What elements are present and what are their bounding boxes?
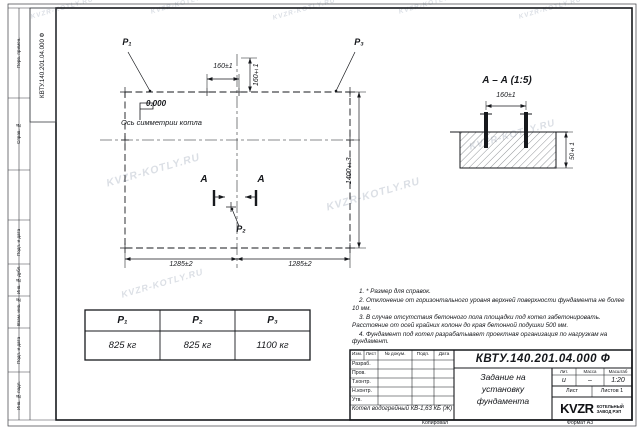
leader-lines: [127, 51, 356, 227]
boiler-axis-label: Ось симметрии котла: [121, 118, 202, 127]
product-name: Котел водогрейный КВ-1,63 КБ (Ж): [351, 406, 453, 412]
dim-span-right: 1285±2: [288, 261, 312, 268]
watermark: KVZR-KOTLY.RU: [272, 0, 337, 22]
logo-caption-line-2: ЗАВОД РЭП: [596, 408, 622, 414]
scale-value: 1:20: [611, 377, 625, 384]
copied-label: Копировал: [422, 419, 448, 426]
load-table-header-p2: P₂: [192, 315, 203, 326]
watermark: KVZR-KOTLY.RU: [120, 266, 205, 300]
load-table-value-p3: 1100 кг: [256, 340, 289, 351]
elevation-mark-label: 0.000: [146, 99, 167, 108]
watermark: KVZR-KOTLY.RU: [468, 117, 557, 153]
note-2: 2. Отклонение от горизонтального уровня …: [352, 297, 625, 312]
rotated-doc-number: КВТУ.140.201.04.000 Ф: [39, 32, 46, 98]
lit-value: и: [562, 377, 566, 384]
sign-row-razrab: Разраб.: [352, 361, 371, 367]
stamp-inv-dubl: Инв. № дубл.: [16, 265, 21, 295]
section-view-title: А – А (1:5): [482, 75, 532, 86]
watermark: KVZR-KOTLY.RU: [518, 0, 583, 21]
stamp-sprav-no: Справ. №: [16, 123, 21, 145]
notes-block: 1. * Размер для справок. 2. Отклонение о…: [352, 288, 630, 348]
mass-value: –: [588, 377, 592, 384]
sign-row-nkontr: Н.контр.: [352, 388, 372, 394]
note-4: 4. Фундамент под котел разрабатывает про…: [352, 331, 608, 346]
sign-row-tkontr: Т.контр.: [352, 379, 371, 385]
drawing-title-line-3: фундамента: [476, 396, 530, 406]
kvzr-logo-icon: KVZR: [560, 401, 594, 416]
company-logo: KVZR КОТЕЛЬНЫЙ ЗАВОД РЭП: [552, 397, 632, 420]
document-number: КВТУ.140.201.04.000 Ф: [475, 353, 611, 365]
logo-caption-line-1: КОТЕЛЬНЫЙ: [596, 403, 624, 409]
dim-section-embed: 50±1: [569, 142, 576, 160]
dim-bolt-spacing-v: 160±1: [253, 63, 260, 87]
load-point-p3-label: P₃: [354, 37, 364, 47]
stamp-podp-data: Подп. и дата: [16, 228, 21, 256]
stamp-perv-primen: Перв. примен.: [16, 37, 21, 69]
note-1: 1. * Размер для справок.: [359, 288, 431, 295]
mass-header: Масса: [583, 369, 597, 374]
format-label: Формат А3: [566, 419, 594, 426]
dim-foundation-depth: 1400±3: [346, 157, 353, 185]
sheets-total-cell: Листов 1: [600, 388, 624, 394]
watermark: KVZR-KOTLY.RU: [150, 0, 215, 16]
sign-row-prov: Пров.: [352, 370, 366, 376]
stamp-vzam-inv: Взам. инв. №: [16, 297, 21, 327]
note-3: 3. В случае отсутствия бетонного пола пл…: [352, 314, 601, 329]
sheet-cell: Лист: [566, 388, 578, 394]
dim-bolt-spacing-h: 160±1: [213, 63, 233, 70]
sign-header-data: Дата: [438, 352, 450, 357]
watermark: KVZR-KOTLY.RU: [398, 0, 463, 16]
sign-header-podp: Подп.: [416, 352, 430, 357]
sign-row-utv: Утв.: [352, 397, 362, 403]
plan-view: [100, 51, 360, 268]
load-point-p2-label: P₂: [236, 224, 246, 234]
stamp-podp-data-2: Подп. и дата: [16, 336, 21, 364]
section-letter-left: А: [200, 174, 208, 185]
dim-section-bolt-spacing: 160±1: [496, 92, 516, 99]
stamp-inv-podl: Инв. № подл.: [16, 381, 21, 411]
load-table-header-p1: P₁: [117, 315, 128, 326]
scale-header: Масштаб: [608, 369, 628, 374]
load-table-value-p2: 825 кг: [183, 340, 212, 351]
sign-header-docum: № докум.: [384, 352, 406, 357]
drawing-title-line-1: Задание на: [480, 372, 526, 382]
sign-header-list: Лист: [365, 352, 377, 357]
load-table-value-p1: 825 кг: [108, 340, 137, 351]
load-table-header-p3: P₃: [267, 315, 278, 326]
drawing-title-line-2: установку: [481, 384, 525, 394]
section-cut-marks: [212, 190, 258, 206]
watermark: KVZR-KOTLY.RU: [325, 175, 422, 214]
load-point-p1-label: P₁: [122, 37, 132, 47]
sign-header-izm: Изм.: [351, 352, 363, 357]
dim-span-left: 1285±2: [169, 261, 193, 268]
watermark: KVZR-KOTLY.RU: [105, 151, 202, 190]
section-letter-right: А: [257, 174, 265, 185]
lit-header: Лит.: [559, 369, 569, 374]
